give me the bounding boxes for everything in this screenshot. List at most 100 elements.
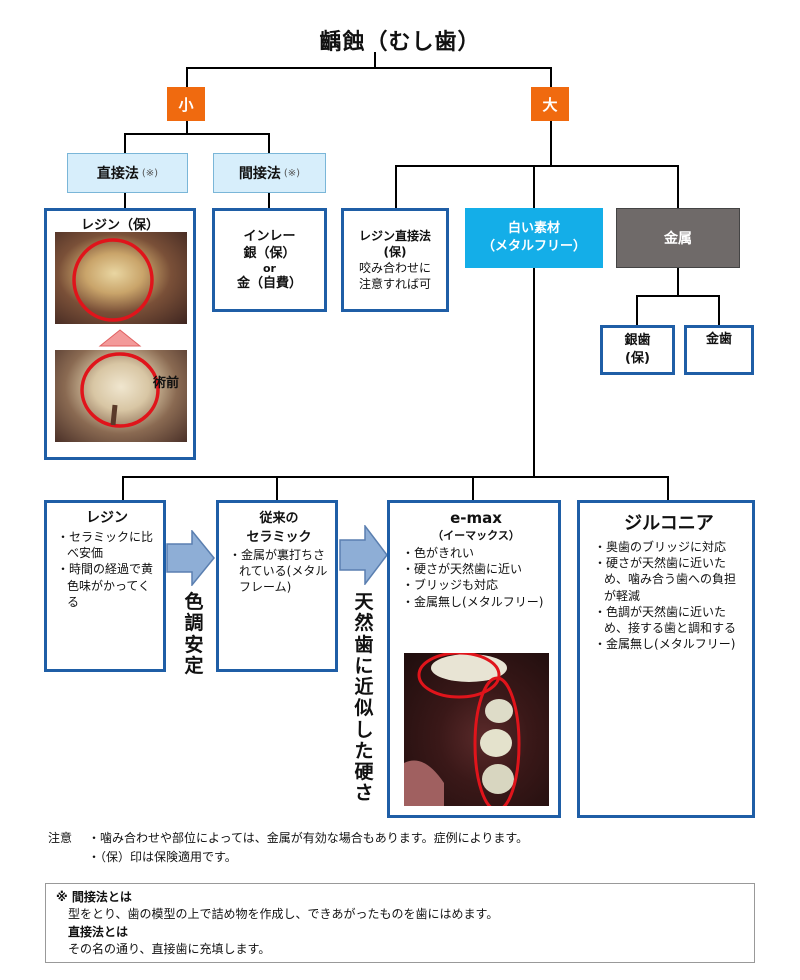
note-item: ・噛み合わせや部位によっては、金属が有効な場合もあります。症例によります。 (88, 831, 529, 845)
connector (186, 121, 188, 135)
resin-direct-label: レジン直接法 (358, 228, 431, 243)
list-item: ・色がきれい (402, 546, 475, 560)
before-treatment-label: 術前 (153, 376, 180, 391)
connector (677, 268, 679, 296)
connector (122, 476, 669, 478)
vchar: に (354, 654, 374, 677)
list-item: ・硬さが天然歯に近い (402, 562, 523, 577)
connector (395, 165, 679, 167)
connector (636, 295, 720, 297)
tooth-after-photo (55, 232, 187, 324)
note-item: ・（保）印は保険適用です。 (88, 849, 237, 864)
right-arrow-icon (339, 525, 388, 585)
tooth-before-photo: 術前 (55, 350, 187, 442)
color-stable-text: 色調安定 (182, 591, 206, 677)
emax-card-subtitle: （イーマックス） (432, 529, 520, 542)
connector (718, 295, 720, 325)
connector (533, 268, 535, 478)
highlight-circle (72, 238, 154, 322)
arrow-up-icon (98, 329, 142, 347)
crown-shape (485, 699, 513, 723)
list-item: ・金属無し(メタルフリー) (594, 637, 736, 652)
emax-card-list: ・色がきれい ・硬さが天然歯に近い ・ブリッジも対応 ・金属無し(メタルフリー) (402, 545, 550, 610)
connector (550, 121, 552, 167)
highlight-circle (473, 676, 521, 806)
indirect-method-label: 間接法 (238, 166, 281, 182)
resin-insurance-title: レジン（保） (80, 218, 159, 233)
direct-method-box: 直接法 (※) (67, 153, 188, 193)
silver-insurance-label: (保) (625, 351, 650, 366)
connector (186, 67, 188, 87)
connector (374, 52, 376, 68)
gum-shape (404, 760, 444, 806)
white-material-label: 白い素材 (507, 220, 560, 236)
indirect-method-note: (※) (283, 167, 301, 179)
zirconia-card-list: ・奥歯のブリッジに対応 ・硬さが天然歯に近いため、噛み合う歯への負担が軽減 ・色… (594, 539, 744, 652)
connector (677, 165, 679, 209)
bite-note-2: 注意すれば可 (358, 277, 431, 292)
emax-card-title: e-max (450, 509, 502, 527)
list-item: ・金属無し(メタルフリー) (402, 594, 544, 609)
connector (636, 295, 638, 325)
metal-box: 金属 (616, 208, 740, 268)
vchar: た (354, 739, 374, 762)
connector (124, 192, 126, 208)
connector (124, 133, 126, 153)
list-item: ・セラミックに比べ安価 (57, 530, 154, 561)
hardness-text: 天然歯に近似した硬さ (352, 591, 376, 805)
list-item: ・硬さが天然歯に近いため、噛み合う歯への負担が軽減 (594, 556, 737, 603)
direct-definition-text: その名の通り、直接歯に充填します。 (68, 942, 271, 957)
connector (186, 67, 552, 69)
list-item: ・ブリッジも対応 (402, 578, 499, 593)
connector (472, 476, 474, 500)
indirect-definition-title: ※ 間接法とは (56, 890, 132, 904)
inlay-box: インレー 銀（保） or 金（自費） (212, 208, 327, 312)
connector (268, 192, 270, 208)
vchar: 安 (184, 633, 204, 656)
highlight-circle (80, 352, 160, 428)
bite-note: 咬み合わせに (358, 261, 431, 275)
gold-self-pay-label: 金（自費） (236, 275, 302, 291)
right-arrow-icon (166, 530, 215, 586)
ceramic-card-title-2: セラミック (246, 530, 312, 545)
resin-card-title: レジン (86, 510, 128, 526)
vchar: 天 (354, 591, 374, 613)
crown-shape (480, 729, 512, 757)
connector (122, 476, 124, 500)
resin-card: レジン ・セラミックに比べ安価 ・時間の経過で黄色味がかってくる (44, 500, 166, 672)
white-material-box: 白い素材 （メタルフリー） (465, 208, 603, 268)
silver-tooth-box: 銀歯 (保) (600, 325, 675, 375)
connector (276, 476, 278, 500)
crown-shape (482, 764, 514, 794)
vchar: さ (354, 782, 374, 805)
or-label: or (263, 261, 276, 275)
zirconia-card: ジルコニア ・奥歯のブリッジに対応 ・硬さが天然歯に近いため、噛み合う歯への負担… (577, 500, 755, 818)
connector (667, 476, 669, 500)
vchar: 調 (184, 612, 204, 635)
inlay-label: インレー (243, 228, 296, 244)
list-item: ・金属が裏打ちされている(メタルフレーム) (229, 548, 328, 595)
large-label: 大 (531, 87, 569, 121)
ceramic-card-title: 従来の (259, 511, 299, 526)
gold-tooth-label: 金歯 (705, 332, 732, 347)
zirconia-card-title: ジルコニア (624, 513, 714, 534)
emax-photo (404, 653, 549, 806)
vchar: 然 (354, 612, 374, 635)
list-item: ・時間の経過で黄色味がかってくる (57, 562, 154, 609)
highlight-circle (417, 653, 501, 699)
resin-card-list: ・セラミックに比べ安価 ・時間の経過で黄色味がかってくる (57, 529, 157, 610)
direct-definition-title: 直接法とは (68, 924, 129, 939)
vchar: し (354, 718, 374, 741)
vchar: 似 (354, 697, 374, 720)
insurance-label: (保) (383, 244, 407, 259)
metal-free-label: （メタルフリー） (481, 239, 586, 254)
connector (550, 67, 552, 87)
page-title: 齲蝕（むし歯） (319, 30, 481, 55)
ceramic-card: 従来の セラミック ・金属が裏打ちされている(メタルフレーム) (216, 500, 338, 672)
connector (124, 133, 270, 135)
small-label: 小 (167, 87, 205, 121)
silver-tooth-label: 銀歯 (624, 333, 651, 349)
resin-direct-box: レジン直接法 (保) 咬み合わせに 注意すれば可 (341, 208, 449, 312)
vchar: 硬 (354, 761, 374, 784)
connector (395, 165, 397, 209)
